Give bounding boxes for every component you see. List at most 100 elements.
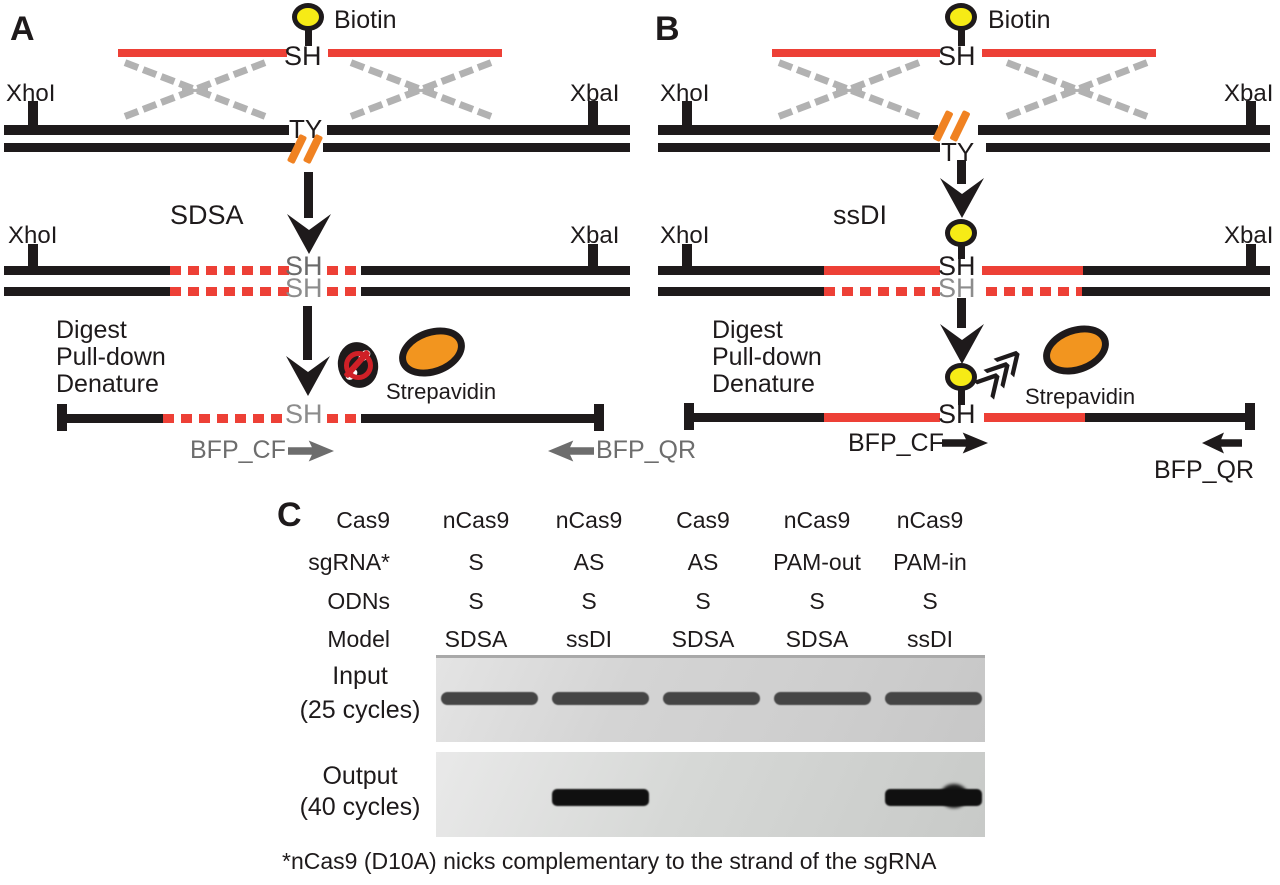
forward-primer-arrow-icon bbox=[288, 440, 334, 462]
dna-top-strand bbox=[978, 125, 1270, 135]
primer-forward-label: BFP_CF bbox=[848, 429, 944, 457]
gel-band bbox=[774, 692, 871, 705]
table-row-label: sgRNA* bbox=[308, 549, 390, 575]
table-cell: S bbox=[581, 588, 597, 614]
repaired-dna-dashed bbox=[170, 266, 289, 275]
sh-tag-label: SH bbox=[938, 399, 976, 429]
repaired-dna-dashed bbox=[327, 266, 361, 275]
dna-bottom-strand bbox=[986, 143, 1270, 152]
cross-center-icon bbox=[182, 84, 208, 97]
repaired-dna-dashed bbox=[163, 414, 289, 423]
biotin-icon bbox=[945, 219, 977, 247]
down-arrow-icon bbox=[940, 324, 984, 364]
repaired-dna-dashed bbox=[986, 287, 1082, 296]
gel-band bbox=[885, 692, 982, 705]
reverse-primer-arrow-icon bbox=[1202, 432, 1242, 454]
down-arrow-icon bbox=[286, 356, 330, 396]
biotin-stem bbox=[958, 29, 965, 46]
integrated-odn-solid bbox=[824, 266, 940, 275]
dna-bottom-strand bbox=[4, 287, 170, 296]
biotin-icon bbox=[945, 3, 977, 31]
table-cell: nCas9 bbox=[896, 507, 964, 533]
biotin-stem bbox=[305, 29, 312, 46]
panel-b-label: B bbox=[655, 10, 680, 48]
table-cell: AS bbox=[687, 549, 719, 575]
xhoi-site-tick bbox=[28, 244, 38, 266]
table-cell: AS bbox=[573, 549, 605, 575]
table-cell: SDSA bbox=[444, 626, 508, 652]
reverse-primer-arrow-icon bbox=[548, 440, 594, 462]
fragment-end-cap bbox=[1245, 403, 1255, 430]
table-cell: S bbox=[468, 549, 484, 575]
dna-bottom-strand bbox=[1082, 287, 1270, 296]
down-arrow-icon bbox=[957, 298, 966, 328]
biotin-label: Biotin bbox=[988, 6, 1051, 34]
table-row-label: Cas9 bbox=[336, 507, 390, 533]
step-digest: Digest bbox=[712, 316, 783, 344]
dna-bottom-strand bbox=[361, 287, 630, 296]
gel-label-output: Output bbox=[322, 762, 398, 790]
biotin-stem bbox=[958, 245, 965, 259]
repaired-dna-dashed bbox=[327, 414, 361, 423]
fragment-end-cap bbox=[684, 403, 694, 430]
gel-label-input-cycles: (25 cycles) bbox=[299, 696, 421, 724]
panel-a-label: A bbox=[10, 10, 35, 48]
gel-image-output bbox=[436, 752, 985, 837]
fragment-end-cap bbox=[57, 404, 67, 431]
step-pulldown: Pull-down bbox=[56, 343, 166, 371]
integrated-odn-solid bbox=[982, 266, 1083, 275]
ssdna-fragment bbox=[65, 414, 163, 423]
gel-label-output-cycles: (40 cycles) bbox=[299, 793, 421, 821]
ssdna-fragment bbox=[1085, 413, 1250, 422]
table-cell: nCas9 bbox=[555, 507, 623, 533]
table-cell: SDSA bbox=[671, 626, 735, 652]
sh-tag-label: SH bbox=[938, 41, 976, 71]
dna-top-strand bbox=[361, 266, 630, 275]
step-digest: Digest bbox=[56, 316, 127, 344]
dna-top-strand bbox=[327, 125, 630, 135]
footnote: *nCas9 (D10A) nicks complementary to the… bbox=[282, 848, 937, 874]
dna-top-strand bbox=[4, 266, 170, 275]
biotin-stem bbox=[958, 389, 965, 405]
down-arrow-icon bbox=[957, 160, 966, 184]
xhoi-site-tick bbox=[682, 101, 692, 126]
biotin-label: Biotin bbox=[334, 6, 397, 34]
dna-bottom-strand bbox=[658, 287, 824, 296]
forward-primer-arrow-icon bbox=[942, 432, 988, 454]
table-cell: S bbox=[695, 588, 711, 614]
cross-center-icon bbox=[408, 84, 434, 97]
down-arrow-icon bbox=[304, 172, 313, 218]
streptavidin-label: Strepavidin bbox=[386, 379, 497, 404]
table-cell: PAM-in bbox=[893, 549, 967, 575]
gel-band bbox=[552, 692, 649, 705]
table-cell: S bbox=[468, 588, 484, 614]
table-cell: ssDI bbox=[566, 626, 612, 652]
streptavidin-icon bbox=[1036, 316, 1116, 384]
table-cell: nCas9 bbox=[442, 507, 510, 533]
gel-band bbox=[441, 692, 538, 705]
table-row-label: Model bbox=[327, 626, 390, 652]
biotin-icon bbox=[292, 3, 324, 31]
step-denature: Denature bbox=[56, 370, 159, 398]
pathway-label-ssdi: ssDI bbox=[833, 200, 887, 230]
primer-reverse-label: BFP_QR bbox=[1154, 456, 1255, 484]
gel-band bbox=[552, 789, 649, 806]
dna-top-strand bbox=[1083, 266, 1270, 275]
dna-bottom-strand bbox=[658, 143, 940, 152]
xbai-site-tick bbox=[588, 244, 598, 266]
donor-odn-line bbox=[328, 49, 502, 57]
table-cell: ssDI bbox=[907, 626, 953, 652]
repaired-dna-dashed bbox=[327, 287, 361, 296]
ssdna-fragment bbox=[692, 413, 824, 422]
down-arrow-icon bbox=[303, 306, 312, 360]
table-cell: SDSA bbox=[785, 626, 849, 652]
step-pulldown: Pull-down bbox=[712, 343, 822, 371]
primer-reverse-label: BFP_QR bbox=[596, 436, 697, 464]
panel-c-label: C bbox=[277, 496, 302, 534]
streptavidin-icon bbox=[392, 318, 472, 386]
repaired-dna-dashed bbox=[824, 287, 940, 296]
sh-tag-label: SH bbox=[285, 251, 323, 281]
dna-bottom-strand bbox=[323, 143, 630, 152]
gel-band bbox=[663, 692, 760, 705]
step-denature: Denature bbox=[712, 370, 815, 398]
